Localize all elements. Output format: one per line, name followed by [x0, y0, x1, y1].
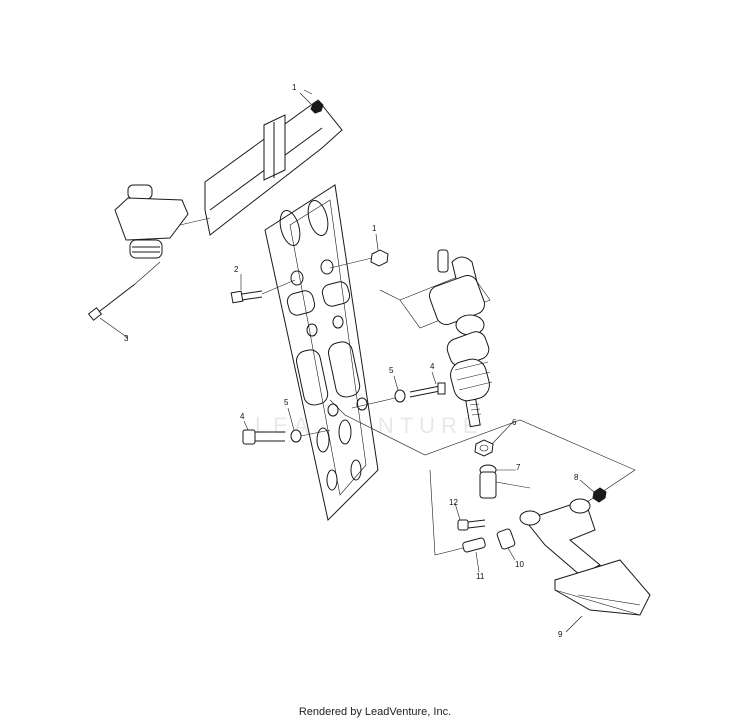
- callout-4-upper: 4: [430, 362, 435, 371]
- reservoir-cap: [114, 184, 211, 259]
- callout-labels: 1 1 2 3 4 4 5 5 6 7 8 9 10 11 12: [124, 83, 579, 639]
- bolt-4-upper: [351, 382, 446, 409]
- brake-pedal: [519, 498, 651, 616]
- bushing-10: [496, 528, 516, 550]
- mounting-plate: [264, 184, 379, 522]
- leader-lines: [99, 92, 595, 633]
- nut-6: [474, 439, 494, 457]
- callout-5-lower: 5: [284, 398, 289, 407]
- callout-10: 10: [515, 560, 524, 569]
- bolt-3: [87, 261, 161, 321]
- callout-3: 3: [124, 334, 129, 343]
- footer-credit: Rendered by LeadVenture, Inc.: [298, 706, 452, 718]
- bushing-11: [462, 537, 486, 553]
- nut-8: [592, 487, 607, 503]
- callout-6: 6: [512, 418, 517, 427]
- frame-bracket: [204, 99, 343, 236]
- callout-11: 11: [476, 572, 485, 581]
- bolt-4-lower: [242, 429, 331, 445]
- callout-1-right: 1: [372, 224, 377, 233]
- callout-9: 9: [558, 630, 563, 639]
- linkage-outline: [329, 289, 636, 556]
- callout-1-top: 1: [292, 83, 297, 92]
- bolt-2: [230, 279, 296, 304]
- pin-12: [457, 519, 486, 531]
- nut-1-right: [329, 249, 389, 269]
- callout-12: 12: [449, 498, 458, 507]
- callout-5-upper: 5: [389, 366, 394, 375]
- parts-diagram: LEADVENTURE: [87, 83, 651, 639]
- callout-2: 2: [234, 265, 239, 274]
- callout-7: 7: [516, 463, 521, 472]
- washer-5-upper: [394, 389, 406, 403]
- callout-4-lower: 4: [240, 412, 245, 421]
- master-cylinder: [399, 249, 493, 428]
- nut-1-top: [303, 89, 324, 114]
- washer-5-lower: [290, 429, 302, 443]
- callout-8: 8: [574, 473, 579, 482]
- clevis-7: [479, 464, 531, 499]
